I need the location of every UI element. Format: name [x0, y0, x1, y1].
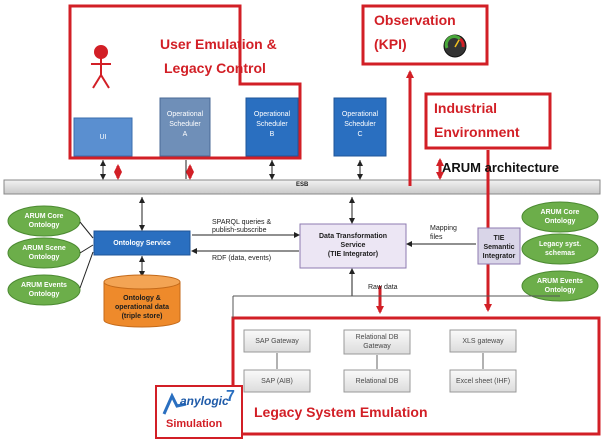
right-events-line1: ARUM Events: [537, 278, 583, 285]
store-line2: operational data: [114, 304, 170, 311]
tie-line3: Integrator: [482, 253, 516, 260]
legacy-control-label: Legacy Control: [164, 60, 266, 76]
scheduler-b-line3: B: [269, 131, 275, 138]
sap-aib-label: SAP (AIB): [261, 378, 293, 385]
observation-frame: [361, 4, 489, 66]
legacy-system-emulation-label: Legacy System Emulation: [254, 404, 428, 420]
store-line3: (triple store): [121, 313, 163, 320]
scheduler-c-line1: Operational: [341, 111, 379, 118]
user-emulation-label: User Emulation &: [160, 36, 277, 52]
right-legacy-schemas: [521, 233, 599, 265]
sap-gateway-box: [243, 329, 311, 353]
tie-line2: Semantic: [483, 244, 515, 251]
rel-gateway-line2: Gateway: [363, 343, 391, 350]
tie-integrator-box: [477, 227, 521, 265]
legacy-connectors: [276, 353, 484, 369]
data-transformation-box: [299, 223, 407, 269]
store-line1: Ontology &: [123, 295, 161, 302]
scheduler-b-line1: Operational: [253, 111, 291, 118]
excel-sheet-label: Excel sheet (IHF): [455, 378, 511, 385]
user-figure-icon: [91, 45, 111, 89]
right-events-line2: Ontology: [544, 287, 576, 294]
arum-architecture-label: ARUM architecture: [442, 160, 560, 175]
right-core-ontology: [521, 201, 599, 233]
scheduler-a-box: [159, 97, 211, 157]
user-emulation-frame: [68, 4, 302, 160]
left-core-ontology: [7, 205, 81, 237]
rel-gateway-line1: Relational DB: [355, 334, 399, 341]
legacy-system-frame: [231, 316, 601, 436]
anylogic-brand: anylogic: [180, 394, 229, 408]
left-scene-line2: Ontology: [28, 254, 60, 261]
tie-line1: TIE: [493, 235, 505, 242]
left-events-line1: ARUM Events: [21, 282, 67, 289]
esb-bar: [3, 179, 601, 195]
industrial-environment-frame: [424, 92, 552, 150]
anylogic-logo-frame: [155, 385, 243, 439]
scheduler-c-line2: Scheduler: [344, 121, 376, 128]
anylogic-logo: [162, 392, 187, 415]
scheduler-a-line1: Operational: [166, 111, 204, 118]
esb-connectors-top: [100, 160, 363, 180]
xls-gateway-label: XLS gateway: [462, 338, 504, 345]
anylogic-version: 7: [226, 388, 235, 405]
dts-line2: Service: [340, 242, 366, 249]
esb-label: ESB: [296, 182, 309, 188]
gauge-icon: [443, 34, 467, 58]
scheduler-c-box: [333, 97, 387, 157]
relational-db-box: [343, 369, 411, 393]
left-events-ontology: [7, 274, 81, 306]
ui-box: [73, 117, 133, 157]
left-scene-line1: ARUM Scene: [22, 245, 66, 252]
dts-line1: Data Transformation: [318, 233, 388, 240]
scheduler-a-line3: A: [182, 131, 188, 138]
scheduler-b-box: [245, 97, 299, 157]
ui-label: UI: [99, 134, 107, 141]
sap-aib-box: [243, 369, 311, 393]
right-legacy-line1: Legacy syst.: [538, 241, 582, 248]
left-events-line2: Ontology: [28, 291, 60, 298]
right-core-line1: ARUM Core: [540, 209, 580, 216]
scheduler-b-line2: Scheduler: [256, 121, 288, 128]
right-events-ontology: [521, 270, 599, 302]
dts-line3: (TIE Integrator): [327, 251, 379, 258]
database-cylinder-icon: [103, 274, 181, 328]
kpi-label: (KPI): [374, 36, 407, 52]
raw-data-label: Raw data: [368, 284, 398, 291]
scheduler-a-line2: Scheduler: [169, 121, 201, 128]
observation-label: Observation: [374, 12, 456, 28]
left-core-line1: ARUM Core: [24, 213, 64, 220]
environment-label: Environment: [434, 124, 520, 140]
sap-gateway-label: SAP Gateway: [255, 338, 299, 345]
excel-sheet-box: [449, 369, 517, 393]
sparql-line2: publish-subscribe: [212, 227, 267, 234]
left-core-line2: Ontology: [28, 222, 60, 229]
ontology-service-label: Ontology Service: [113, 240, 171, 247]
sparql-line1: SPARQL queries &: [212, 219, 272, 226]
rdf-label: RDF (data, events): [212, 255, 272, 262]
right-core-line2: Ontology: [544, 218, 576, 225]
xls-gateway-box: [449, 329, 517, 353]
relational-db-label: Relational DB: [355, 378, 399, 385]
scheduler-c-line3: C: [357, 131, 363, 138]
mapping-line1: Mapping: [430, 225, 457, 232]
industrial-label: Industrial: [434, 100, 498, 116]
right-legacy-line2: schemas: [545, 250, 575, 257]
ontology-service-box: [93, 230, 191, 256]
relational-gateway-box: [343, 329, 411, 355]
simulation-label: Simulation: [166, 418, 223, 430]
mapping-line2: files: [430, 234, 443, 241]
